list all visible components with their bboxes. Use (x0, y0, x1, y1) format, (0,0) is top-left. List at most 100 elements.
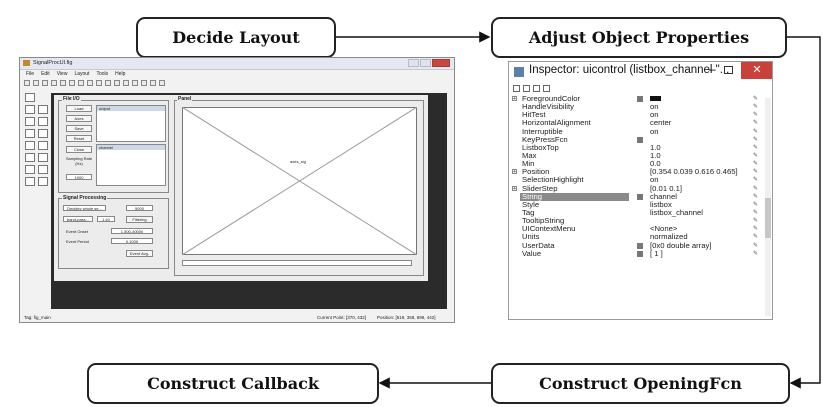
menu-editor-icon[interactable] (105, 80, 111, 86)
pushbutton-tool-icon[interactable] (25, 105, 35, 114)
edit-pencil-icon[interactable]: ✎ (753, 250, 759, 257)
property-value[interactable]: on (650, 126, 659, 136)
menu-file[interactable]: File (26, 71, 35, 77)
tab-order-icon[interactable] (114, 80, 120, 86)
edit-pencil-icon[interactable]: ✎ (753, 201, 759, 208)
inspector-scrollbar[interactable] (765, 98, 771, 316)
slider-control[interactable] (182, 260, 412, 266)
edit-pencil-icon[interactable]: ✎ (753, 185, 759, 192)
property-value[interactable]: on (650, 110, 659, 120)
property-value[interactable]: normalized (650, 232, 688, 242)
property-value[interactable]: <None> (650, 224, 678, 234)
property-row[interactable]: UserData[0x0 double array]✎ (511, 240, 763, 250)
menu-layout[interactable]: Layout (74, 71, 90, 77)
menu-help[interactable]: Help (115, 71, 126, 77)
axes-placeholder[interactable] (182, 107, 417, 255)
property-row[interactable]: +SliderStep[0.01 0.1]✎ (511, 184, 763, 193)
save-icon[interactable] (42, 80, 48, 86)
edit-pencil-icon[interactable]: ✎ (753, 234, 759, 241)
sort-alpha-icon[interactable] (523, 85, 530, 92)
property-editor-icon[interactable] (637, 242, 643, 249)
signal-processing-panel[interactable] (58, 198, 169, 269)
property-row[interactable]: +Position[0.354 0.039 0.616 0.465]✎ (511, 168, 763, 176)
collapse-all-icon[interactable] (543, 85, 550, 92)
browser-icon[interactable] (150, 80, 156, 86)
edit-pencil-icon[interactable]: ✎ (753, 193, 759, 200)
expand-all-icon[interactable] (533, 85, 540, 92)
property-row[interactable]: TooltipString✎ (511, 216, 763, 225)
edit-pencil-icon[interactable]: ✎ (753, 144, 759, 151)
text-tool-icon[interactable] (38, 129, 48, 138)
property-row[interactable]: KeyPressFcn✎ (511, 135, 763, 144)
property-value[interactable]: [ 1 ] (650, 248, 663, 258)
sort-category-icon[interactable] (513, 85, 520, 92)
decimation-popup[interactable]: Decidec whole se... (63, 205, 106, 211)
edit-pencil-icon[interactable]: ✎ (753, 209, 759, 216)
property-value[interactable]: [0x0 double array] (650, 240, 712, 250)
copy-icon[interactable] (60, 80, 66, 86)
property-row[interactable]: +ForegroundColor✎ (511, 94, 763, 103)
expand-icon[interactable]: + (512, 169, 517, 176)
new-icon[interactable] (24, 80, 30, 86)
run-icon[interactable] (159, 80, 165, 86)
save-button[interactable]: Save (66, 125, 92, 132)
event-onset-input[interactable]: 1.500-40000 (111, 228, 153, 234)
menu-view[interactable]: View (56, 71, 68, 77)
edit-tool-icon[interactable] (25, 129, 35, 138)
channel-listbox[interactable]: channel (96, 144, 166, 186)
edit-pencil-icon[interactable]: ✎ (753, 218, 759, 225)
toggle-tool-icon[interactable] (25, 153, 35, 162)
table-tool-icon[interactable] (38, 153, 48, 162)
property-value[interactable]: 0.0 (650, 159, 661, 169)
property-editor-icon[interactable] (637, 136, 643, 143)
property-editor-icon[interactable] (637, 96, 643, 102)
edit-pencil-icon[interactable]: ✎ (753, 169, 759, 176)
expand-icon[interactable]: + (512, 96, 517, 102)
minimize-icon[interactable]: – (709, 62, 716, 76)
property-value[interactable]: listbox_channel (650, 207, 703, 217)
panel-tool-icon[interactable] (38, 165, 48, 174)
inspector-icon[interactable] (141, 80, 147, 86)
property-value[interactable]: channel (650, 191, 677, 201)
maximize-icon[interactable] (420, 59, 431, 67)
edit-pencil-icon[interactable]: ✎ (753, 96, 759, 102)
menu-tools[interactable]: Tools (96, 71, 109, 77)
edit-pencil-icon[interactable]: ✎ (753, 104, 759, 111)
edit-pencil-icon[interactable]: ✎ (753, 161, 759, 168)
cut-icon[interactable] (51, 80, 57, 86)
redo-icon[interactable] (87, 80, 93, 86)
buttongroup-tool-icon[interactable] (25, 177, 35, 186)
minimize-icon[interactable] (408, 59, 419, 67)
open-icon[interactable] (33, 80, 39, 86)
axes-tool-icon[interactable] (25, 165, 35, 174)
color-swatch[interactable] (650, 95, 661, 103)
close-icon[interactable]: ✕ (741, 62, 772, 79)
expand-icon[interactable]: + (512, 185, 517, 192)
activex-tool-icon[interactable] (38, 177, 48, 186)
property-row[interactable]: UIContextMenu<None>✎ (511, 225, 763, 233)
undo-icon[interactable] (78, 80, 84, 86)
close-button[interactable]: Close (66, 146, 92, 153)
align-icon[interactable] (96, 80, 102, 86)
edit-pencil-icon[interactable]: ✎ (753, 152, 759, 159)
filtering-button[interactable]: Filtering (126, 216, 153, 223)
edit-pencil-icon[interactable]: ✎ (753, 226, 759, 233)
property-value[interactable]: 1.0 (650, 150, 661, 160)
property-value[interactable]: listbox (650, 199, 672, 209)
reset-button[interactable]: Reset (66, 135, 92, 142)
property-value[interactable]: on (650, 175, 659, 185)
output-listbox-item[interactable]: output (97, 106, 165, 111)
property-value[interactable]: 1.0 (650, 142, 661, 152)
edit-pencil-icon[interactable]: ✎ (753, 177, 759, 184)
axes-panel[interactable] (174, 100, 424, 276)
file-io-panel[interactable] (58, 100, 169, 193)
